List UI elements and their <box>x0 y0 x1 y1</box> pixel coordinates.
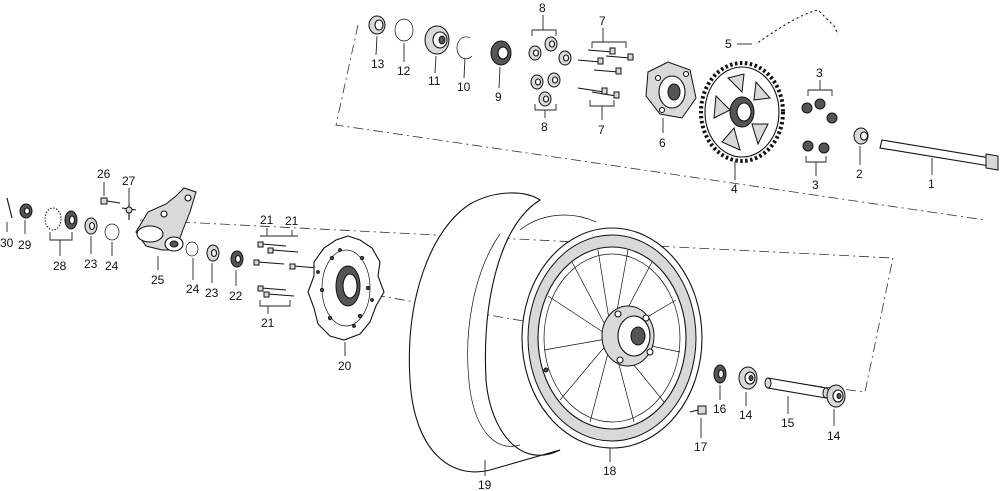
part-29-nut <box>19 203 33 234</box>
part-11-bearing <box>424 25 450 74</box>
part-10-circlip <box>456 36 473 79</box>
part-8-bushings-top <box>528 15 572 66</box>
label-part-30: 30 <box>0 236 14 250</box>
part-7-bolts-bottom <box>577 87 620 120</box>
label-part-7-top: 7 <box>599 14 606 28</box>
label-part-28: 28 <box>53 259 67 273</box>
part-24-ring-left <box>104 223 120 256</box>
label-part-24-right: 24 <box>186 282 200 296</box>
label-part-24-left: 24 <box>105 259 119 273</box>
label-part-3-top: 3 <box>816 66 823 80</box>
label-part-19: 19 <box>478 478 492 491</box>
label-part-23-right: 23 <box>205 286 219 300</box>
part-18-rim <box>521 227 703 462</box>
part-3-nuts-top <box>801 80 838 124</box>
part-4-sprocket <box>699 61 785 180</box>
label-part-27: 27 <box>122 174 136 188</box>
label-part-4: 4 <box>731 182 738 196</box>
label-part-3-bottom: 3 <box>812 178 819 192</box>
part-13-nut <box>368 15 386 56</box>
part-22-seal <box>230 250 244 286</box>
label-part-2: 2 <box>856 167 863 181</box>
part-16-bearing <box>713 364 727 400</box>
part-19-tire <box>408 192 597 476</box>
label-part-22: 22 <box>229 289 243 303</box>
part-23-washer-left <box>84 217 98 254</box>
part-6-sprocket-carrier <box>645 61 697 133</box>
part-12-ring <box>394 18 414 62</box>
part-30-pin <box>6 197 13 232</box>
part-23-washer-right <box>206 244 220 283</box>
part-1-axle <box>879 139 999 175</box>
part-5-chain <box>737 9 839 45</box>
part-17-valve <box>689 405 707 438</box>
label-part-20: 20 <box>338 359 352 373</box>
label-part-16: 16 <box>713 402 727 416</box>
label-part-23-left: 23 <box>84 257 98 271</box>
part-28-bearing <box>44 207 78 256</box>
part-26-bolt <box>100 182 121 205</box>
label-part-29: 29 <box>18 238 32 252</box>
label-part-21-c: 21 <box>261 316 275 330</box>
label-part-17: 17 <box>694 440 708 454</box>
part-labels: 13 12 11 10 9 8 8 7 7 6 5 4 3 3 2 1 26 2… <box>0 1 935 491</box>
part-15-spacer-tube <box>764 377 830 414</box>
label-part-7-bottom: 7 <box>598 123 605 137</box>
part-20-brake-disc <box>307 235 385 356</box>
part-27-pin <box>121 188 137 220</box>
label-part-13: 13 <box>371 57 385 71</box>
label-part-21-b: 21 <box>285 214 299 228</box>
label-part-10: 10 <box>457 80 471 94</box>
part-24-ring-right <box>185 241 199 280</box>
label-part-12: 12 <box>397 64 411 78</box>
label-part-6: 6 <box>659 136 666 150</box>
label-part-14-right: 14 <box>827 429 841 443</box>
label-part-25: 25 <box>151 273 165 287</box>
part-21-disc-bolts <box>253 228 319 314</box>
label-part-8-top: 8 <box>539 1 546 15</box>
part-8-bushings-bottom <box>530 72 561 118</box>
part-2-spacer <box>853 127 869 165</box>
label-part-21-a: 21 <box>260 213 274 227</box>
part-3-nuts-bottom <box>802 140 830 176</box>
part-7-bolts-top <box>577 28 634 75</box>
label-part-14-left: 14 <box>739 408 753 422</box>
part-9-seal <box>490 40 512 89</box>
label-part-18: 18 <box>603 464 617 478</box>
label-part-15: 15 <box>781 416 795 430</box>
part-14-bearing-left <box>738 366 758 406</box>
part-14-bearing-right <box>826 384 846 426</box>
label-part-26: 26 <box>97 167 111 181</box>
label-part-1: 1 <box>928 177 935 191</box>
label-part-5: 5 <box>725 37 732 51</box>
label-part-8-bottom: 8 <box>541 120 548 134</box>
part-25-caliper-bracket <box>135 187 197 270</box>
label-part-9: 9 <box>495 90 502 104</box>
label-part-11: 11 <box>428 74 441 88</box>
